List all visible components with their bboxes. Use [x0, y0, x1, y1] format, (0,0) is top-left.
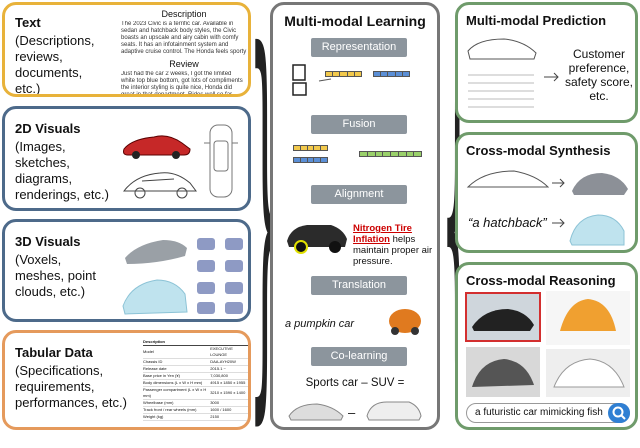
multimodal-learning-panel: Multi-modal Learning Representation Fusi… — [270, 2, 440, 430]
section-translation: Translation — [311, 276, 407, 295]
spec-label: Passenger compartment (L x W x H mm) — [143, 387, 210, 400]
table-row: Body dimensions (L x W x H mm)4915 x 185… — [143, 380, 249, 387]
red-car-image — [124, 136, 191, 159]
section-alignment: Alignment — [311, 185, 407, 204]
fusion-input-a — [293, 145, 327, 151]
gray-render-car — [572, 173, 628, 195]
translation-prompt: a pumpkin car — [285, 318, 354, 330]
spec-value: 3210 x 1590 x 1400 — [210, 387, 249, 400]
synthesis-illustrations — [464, 161, 634, 249]
spec-value: 4915 x 1850 x 1955 — [210, 380, 249, 387]
sports-car-image — [287, 398, 345, 424]
table-row: Track front / rear wheels (mm)1600 / 160… — [143, 407, 249, 414]
spec-label: Body dimensions (L x W x H mm) — [143, 380, 210, 387]
tabular-panel: Tabular Data (Specifications, requiremen… — [2, 330, 251, 430]
fusion-input-b — [293, 157, 327, 163]
prediction-panel: Multi-modal Prediction Customer preferen… — [455, 2, 638, 123]
text-panel: Text (Descriptions, reviews, documents, … — [2, 2, 251, 97]
visuals-3d-illustrations — [117, 230, 251, 320]
arrow-icon — [319, 79, 331, 81]
review-text: Just had the car 2 weeks, I got the limi… — [121, 71, 247, 95]
prediction-inputs — [464, 31, 564, 115]
arrow-icon — [552, 219, 564, 227]
spec-label: Weight (kg) — [143, 414, 210, 421]
spec-label: Chassis ID — [143, 359, 210, 366]
visuals-3d-title: 3D Visuals — [15, 234, 81, 249]
review-heading: Review — [121, 59, 247, 69]
visuals-2d-panel: 2D Visuals (Images, sketches, diagrams, … — [2, 106, 251, 211]
spec-value: EXECUTIVE LOUNGE — [210, 346, 249, 359]
alignment-caption: Nitrogen Tire Inflation helps maintain p… — [353, 223, 439, 267]
text-panel-title: Text — [15, 15, 41, 30]
car-diagram-sketch — [204, 125, 238, 197]
search-input[interactable]: a futuristic car mimicking fish — [475, 407, 603, 418]
blue-embedding — [373, 71, 409, 77]
visuals-2d-title: 2D Visuals — [15, 121, 81, 136]
section-colearning: Co-learning — [311, 347, 407, 366]
arrow-icon — [544, 73, 558, 81]
reasoning-images — [464, 291, 634, 399]
arrow-icon — [552, 179, 564, 187]
spec-label: Base price in Yen (¥) — [143, 373, 210, 380]
car-sketch-icon — [468, 39, 536, 59]
document-icon — [293, 65, 305, 80]
search-box[interactable]: a futuristic car mimicking fish — [466, 403, 630, 423]
visuals-2d-illustrations — [120, 121, 250, 207]
reasoning-panel: Cross-modal Reasoning a futuristic car m… — [455, 262, 638, 430]
visuals-3d-panel: 3D Visuals (Voxels, meshes, point clouds… — [2, 219, 251, 322]
section-fusion: Fusion — [311, 115, 407, 134]
search-icon — [608, 403, 630, 423]
description-heading: Description — [121, 9, 247, 19]
spec-value: 7,030,800 — [210, 373, 249, 380]
visuals-3d-body: (Voxels, meshes, point clouds, etc.) — [15, 252, 110, 300]
car-outline-sketch — [468, 171, 548, 187]
spec-value: DAA-AYH20W — [210, 359, 249, 366]
point-cloud-hatchback — [570, 215, 624, 245]
table-row: Passenger compartment (L x W x H mm)3210… — [143, 387, 249, 400]
spec-label: Wheelbase (mm) — [143, 400, 210, 407]
search-button[interactable] — [608, 403, 630, 423]
spec-value: 1600 / 1600 — [210, 407, 249, 414]
point-cloud-car — [123, 280, 187, 314]
tabular-body: (Specifications, requirements, performan… — [15, 363, 135, 411]
spec-value: 2150 — [210, 414, 249, 421]
prediction-outputs: Customer preference, safety score, etc. — [562, 47, 636, 103]
pumpkin-car-image — [385, 303, 425, 337]
spec-label: Track front / rear wheels (mm) — [143, 407, 210, 414]
visuals-2d-body: (Images, sketches, diagrams, renderings,… — [15, 139, 120, 203]
section-representation: Representation — [311, 38, 407, 57]
spec-value: 2015.1 ~ — [210, 366, 249, 373]
reasoning-title: Cross-modal Reasoning — [466, 273, 616, 288]
prediction-title: Multi-modal Prediction — [466, 13, 606, 28]
yellow-embedding — [325, 71, 361, 77]
voxel-grid — [197, 238, 243, 314]
tabular-title: Tabular Data — [15, 345, 93, 360]
table-row: Base price in Yen (¥)7,030,800 — [143, 373, 249, 380]
spec-value: 3000 — [210, 400, 249, 407]
car-sketch — [124, 173, 196, 198]
suv-image — [283, 215, 353, 255]
representation-icons — [289, 63, 429, 99]
synthesis-panel: Cross-modal Synthesis “a hatchback” — [455, 132, 638, 253]
synthesis-title: Cross-modal Synthesis — [466, 143, 611, 158]
spec-label: Release date — [143, 366, 210, 373]
spec-label: Model — [143, 346, 210, 359]
colearning-minus: – — [348, 405, 355, 420]
table-row: Weight (kg)2150 — [143, 414, 249, 421]
gray-car-model — [125, 240, 187, 264]
text-panel-body: (Descriptions, reviews, documents, etc.) — [15, 33, 110, 97]
suv-white-image — [365, 396, 423, 424]
image-icon — [293, 83, 306, 95]
spec-sheet-icon — [468, 75, 534, 107]
synthesis-quote: “a hatchback” — [468, 215, 547, 230]
description-text: The 2023 Civic is a terrific car. Availa… — [121, 21, 247, 55]
table-row: Wheelbase (mm)3000 — [143, 400, 249, 407]
colearning-equation: Sports car – SUV = — [273, 377, 437, 389]
fused-embedding — [359, 151, 421, 157]
multimodal-learning-title: Multi-modal Learning — [273, 14, 437, 29]
